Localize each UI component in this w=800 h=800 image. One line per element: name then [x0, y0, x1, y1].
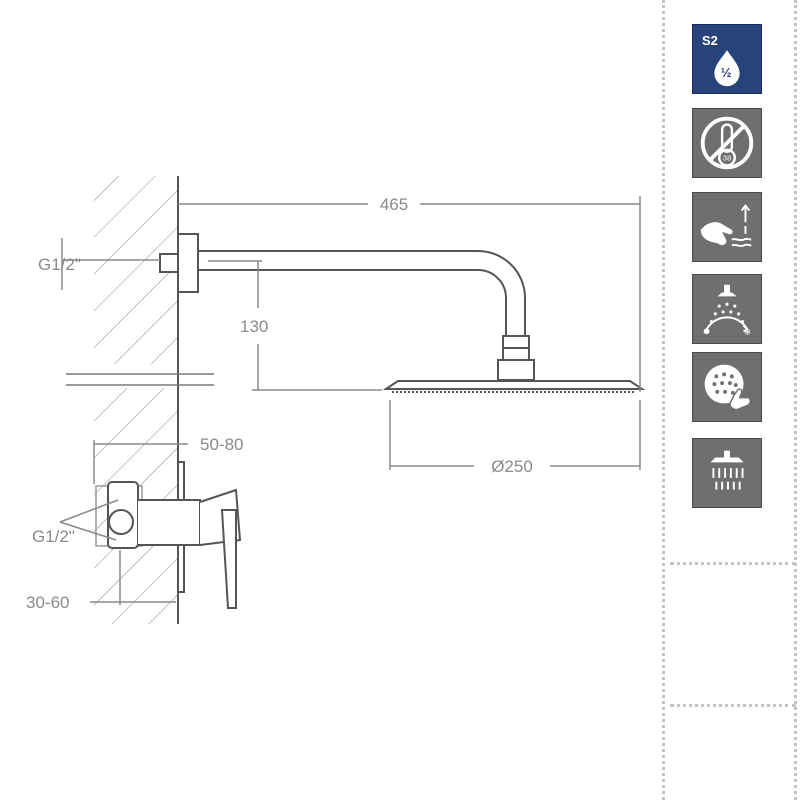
shower-technical-drawing: 465 G1/2" 130 Ø250 50-80 G1/2" 30-60: [26, 176, 646, 624]
dimension-mixer-depth: 50-80: [200, 435, 243, 454]
s2-code-label: S2: [702, 33, 718, 48]
shower-arm: [159, 233, 535, 381]
dimension-arm-thread: G1/2": [38, 255, 81, 274]
anti-limescale-nozzle-icon: [692, 352, 762, 422]
dimension-mixer-offset: 30-60: [26, 593, 69, 612]
hot-cold-water-icon: ❄: [692, 274, 762, 344]
water-drop-icon: [714, 50, 740, 87]
mixer-valve: [95, 461, 242, 609]
dimension-lines: [59, 196, 641, 605]
dimension-head-diameter: Ø250: [491, 457, 533, 476]
s2-certification-badge: S2 ½: [692, 24, 762, 94]
dimension-drop-height: 130: [240, 317, 268, 336]
thermostat-temperature-label: 38: [723, 153, 732, 162]
hand-water-temperature-icon: [692, 192, 762, 262]
shower-head: [382, 380, 646, 393]
s2-fraction-label: ½: [720, 65, 732, 80]
no-thermostat-icon: 38: [692, 108, 762, 178]
sidebar-divider-row-1: [670, 562, 796, 565]
sidebar-divider-right: [794, 0, 797, 800]
sidebar-divider-left: [662, 0, 665, 800]
sidebar-divider-row-2: [670, 704, 796, 707]
dimension-mixer-thread: G1/2": [32, 527, 75, 546]
dimension-total-length: 465: [380, 195, 408, 214]
svg-text:❄: ❄: [744, 328, 751, 338]
rain-shower-head-icon: [692, 438, 762, 508]
